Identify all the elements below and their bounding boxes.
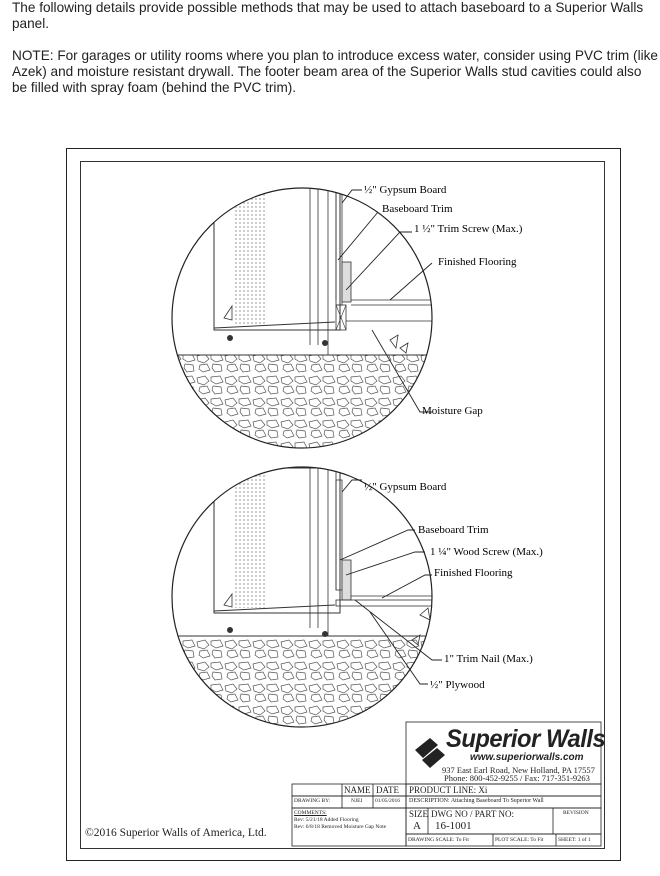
- size-value: A: [413, 820, 421, 832]
- comments-label: COMMENTS:: [294, 810, 327, 816]
- company-address: 937 East Earl Road, New Holland, PA 1755…: [442, 765, 595, 775]
- callout-baseboard-trim: Baseboard Trim: [382, 203, 453, 215]
- drawing-by-label: DRAWING BY:: [294, 798, 331, 804]
- name-header: NAME: [344, 785, 371, 795]
- callout-baseboard-trim: Baseboard Trim: [418, 524, 489, 536]
- superior-walls-logo: Superior Walls: [446, 725, 606, 753]
- drawing-by: NJEI: [351, 798, 363, 804]
- date-header: DATE: [376, 785, 399, 795]
- drawing-border-outer: [66, 148, 621, 861]
- dwg-no: 16-1001: [435, 820, 472, 832]
- callout-finished-flooring: Finished Flooring: [434, 567, 513, 579]
- sheet-number: SHEET: 1 of 1: [558, 837, 591, 843]
- dwg-no-label: DWG NO / PART NO:: [431, 809, 514, 819]
- copyright-notice: ©2016 Superior Walls of America, Ltd.: [85, 827, 267, 839]
- drawing-date: 01/05/2016: [375, 798, 401, 804]
- callout-wood-screw: 1 ¼" Wood Screw (Max.): [430, 546, 543, 558]
- callout-gypsum-board: ½" Gypsum Board: [364, 184, 447, 196]
- superior-walls-logo-icon: [415, 738, 445, 768]
- company-phone: Phone: 800-452-9255 / Fax: 717-351-9263: [444, 773, 590, 783]
- callout-trim-screw: 1 ½" Trim Screw (Max.): [414, 223, 523, 235]
- website-link[interactable]: www.superiorwalls.com: [470, 752, 584, 763]
- callout-plywood: ½" Plywood: [430, 679, 485, 691]
- comment-revision-2: Rev: 6/8/18 Removed Moisture Gap Note: [294, 824, 387, 830]
- comment-revision-1: Rev: 5/21/18 Added Flooring: [294, 817, 359, 823]
- description: DESCRIPTION: Attaching Baseboard To Supe…: [409, 798, 544, 804]
- detail-1: ½" Gypsum Board Baseboard Trim 1 ½" Trim…: [171, 184, 523, 449]
- drawing-border-inner: [80, 161, 605, 849]
- detail-2: ½" Gypsum Board Baseboard Trim 1 ¼" Wood…: [171, 466, 543, 728]
- callout-moisture-gap: Moisture Gap: [422, 405, 483, 417]
- revision-label: REVISION: [563, 810, 589, 816]
- plot-scale: PLOT SCALE: To Fit: [495, 837, 544, 843]
- intro-paragraph: The following details provide possible m…: [12, 0, 644, 31]
- callout-gypsum-board: ½" Gypsum Board: [364, 481, 447, 493]
- callout-trim-nail: 1" Trim Nail (Max.): [444, 653, 533, 665]
- product-line: PRODUCT LINE: Xi: [409, 785, 488, 795]
- size-label: SIZE: [409, 809, 428, 819]
- note-paragraph: NOTE: For garages or utility rooms where…: [12, 48, 658, 95]
- callout-finished-flooring: Finished Flooring: [438, 256, 517, 268]
- title-block: [291, 721, 602, 847]
- drawing-scale: DRAWING SCALE: To Fit: [408, 837, 469, 843]
- intro-text: The following details provide possible m…: [12, 0, 660, 96]
